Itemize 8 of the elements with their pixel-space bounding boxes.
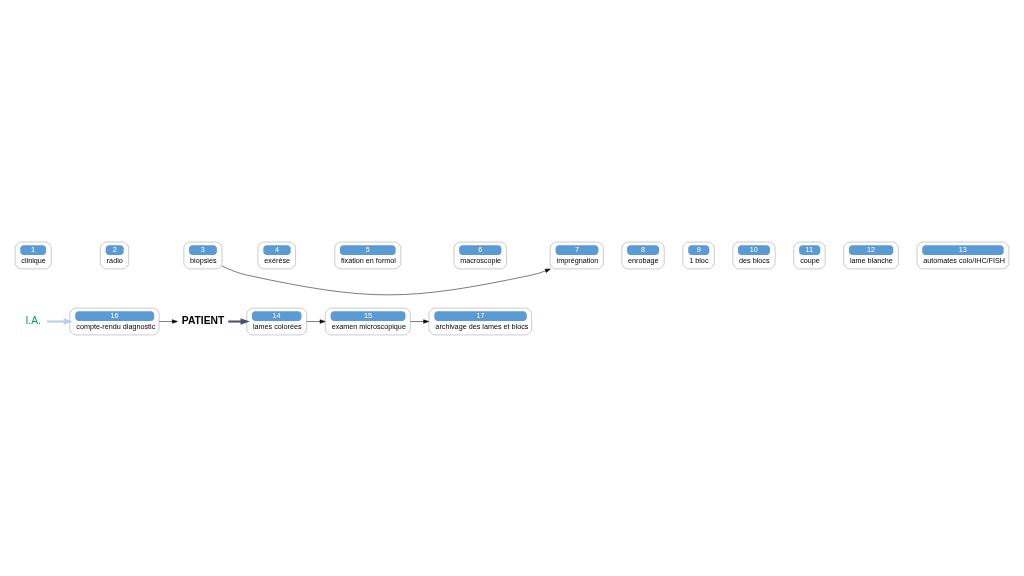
arrow: [306, 318, 326, 324]
arrow: [47, 317, 73, 325]
arrow: [228, 317, 250, 325]
arrow: [221, 265, 551, 295]
arrow: [158, 318, 178, 324]
arrow: [410, 318, 429, 324]
node-text: I.A.: [25, 314, 41, 326]
node-text: PATIENT: [181, 314, 225, 326]
